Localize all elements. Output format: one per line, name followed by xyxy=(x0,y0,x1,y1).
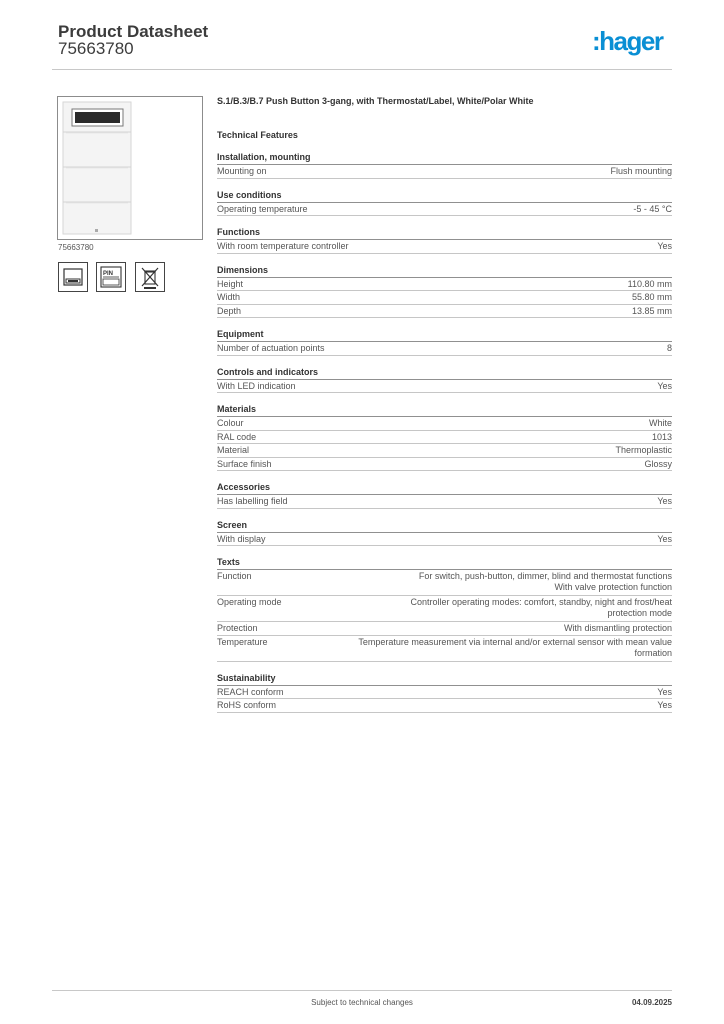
section-equipment: Equipment Number of actuation points 8 xyxy=(217,328,672,356)
spec-label: Protection xyxy=(217,623,258,633)
section-title: Materials xyxy=(217,403,672,417)
spec-label: Colour xyxy=(217,418,244,428)
section-title: Installation, mounting xyxy=(217,151,672,165)
spec-row: RAL code 1013 xyxy=(217,431,672,444)
spec-value: 55.80 mm xyxy=(631,292,672,302)
spec-row: With display Yes xyxy=(217,533,672,546)
spec-value: For switch, push-button, dimmer, blind a… xyxy=(418,571,672,592)
section-accessories: Accessories Has labelling field Yes xyxy=(217,481,672,509)
spec-row: Depth 13.85 mm xyxy=(217,305,672,318)
spec-label: Temperature xyxy=(217,636,268,647)
spec-label: RAL code xyxy=(217,431,257,442)
spec-label: Operating mode xyxy=(217,597,282,607)
spec-row: Material Thermoplastic xyxy=(217,444,672,458)
pin-holder-icon-text: PIN xyxy=(103,271,113,277)
section-dimensions: Dimensions Height 110.80 mm Width 55.80 mm… xyxy=(217,264,672,318)
spec-value: Yes xyxy=(657,700,672,710)
spec-row: Operating mode Controller operating modes… xyxy=(217,596,672,622)
spec-value: Thermoplastic xyxy=(615,445,672,455)
spec-row: Function For switch, push-button, dimmer,… xyxy=(217,570,672,596)
spec-value: Yes xyxy=(657,380,672,391)
spec-label: With room temperature controller xyxy=(217,241,349,251)
spec-value: Glossy xyxy=(644,458,672,469)
spec-row: REACH conform Yes xyxy=(217,686,672,699)
spec-value: Yes xyxy=(657,686,672,697)
weee-bin-icon xyxy=(135,262,165,292)
section-screen: Screen With display Yes xyxy=(217,519,672,546)
spec-value: White xyxy=(648,418,672,428)
footer-divider xyxy=(52,990,672,991)
spec-row: Temperature Temperature measurement via i… xyxy=(217,636,672,662)
section-title: Sustainability xyxy=(217,672,672,686)
spec-label: Width xyxy=(217,292,241,302)
hager-logo: :hager xyxy=(592,26,665,56)
product-image xyxy=(57,96,203,240)
spec-label: Operating temperature xyxy=(217,203,308,214)
spec-label: Depth xyxy=(217,305,242,316)
datasheet-content: S.1/B.3/B.7 Push Button 3-gang, with The… xyxy=(217,95,672,713)
hager-logo-text: :hager xyxy=(592,26,664,56)
section-title: Equipment xyxy=(217,328,672,342)
spec-value: With dismantling protection xyxy=(563,623,672,633)
pin-holder-icon: PIN xyxy=(96,262,126,292)
spec-row: Operating temperature -5 - 45 °C xyxy=(217,203,672,216)
spec-value: 110.80 mm xyxy=(627,278,672,289)
thermostat-display-icon xyxy=(58,262,88,292)
section-texts: Texts Function For switch, push-button, d… xyxy=(217,556,672,662)
section-materials: Materials Colour White RAL code 1013 Mater… xyxy=(217,403,672,471)
section-title: Controls and indicators xyxy=(217,366,672,380)
spec-label: With display xyxy=(217,533,266,544)
section-functions: Functions With room temperature controll… xyxy=(217,226,672,254)
section-controls: Controls and indicators With LED indicat… xyxy=(217,366,672,393)
technical-features-title: Technical Features xyxy=(217,130,298,140)
spec-row: Protection With dismantling protection xyxy=(217,622,672,636)
spec-value: 8 xyxy=(666,343,672,353)
footer-date: 04.09.2025 xyxy=(631,998,672,1007)
product-image-caption: 75663780 xyxy=(58,243,94,252)
spec-value: -5 - 45 °C xyxy=(633,203,672,214)
section-use-conditions: Use conditions Operating temperature -5 -… xyxy=(217,189,672,216)
spec-label: Has labelling field xyxy=(217,496,288,506)
spec-value: Flush mounting xyxy=(610,166,672,176)
spec-row: With room temperature controller Yes xyxy=(217,240,672,254)
spec-row: Height 110.80 mm xyxy=(217,278,672,291)
spec-value: Yes xyxy=(657,496,672,506)
spec-label: Surface finish xyxy=(217,458,272,469)
spec-label: REACH conform xyxy=(217,686,284,697)
spec-label: Number of actuation points xyxy=(217,343,325,353)
spec-row: Mounting on Flush mounting xyxy=(217,165,672,179)
spec-label: Function xyxy=(217,571,252,581)
spec-row: With LED indication Yes xyxy=(217,380,672,393)
spec-label: Height xyxy=(217,278,244,289)
section-title: Texts xyxy=(217,556,672,570)
header-divider xyxy=(52,69,672,70)
spec-row: Surface finish Glossy xyxy=(217,458,672,471)
spec-row: Colour White xyxy=(217,417,672,431)
doc-number: 75663780 xyxy=(58,39,134,58)
spec-value: Temperature measurement via internal and… xyxy=(358,636,672,658)
section-title: Accessories xyxy=(217,481,672,495)
spec-value: 13.85 mm xyxy=(631,305,672,316)
product-title: S.1/B.3/B.7 Push Button 3-gang, with The… xyxy=(217,96,534,106)
section-title: Functions xyxy=(217,226,672,240)
footer-note: Subject to technical changes xyxy=(311,998,413,1007)
spec-row: RoHS conform Yes xyxy=(217,699,672,713)
spec-row: Width 55.80 mm xyxy=(217,291,672,305)
spec-value: 1013 xyxy=(651,431,672,442)
spec-row: Number of actuation points 8 xyxy=(217,342,672,356)
section-title: Use conditions xyxy=(217,189,672,203)
spec-label: Mounting on xyxy=(217,166,267,176)
spec-value: Controller operating modes: comfort, sta… xyxy=(410,597,672,618)
spec-value: Yes xyxy=(657,533,672,544)
doc-title: Product Datasheet xyxy=(58,22,209,41)
spec-value: Yes xyxy=(657,241,672,251)
section-title: Screen xyxy=(217,519,672,533)
spec-label: Material xyxy=(217,445,250,455)
section-title: Dimensions xyxy=(217,264,672,278)
section-installation: Installation, mounting Mounting on Flush … xyxy=(217,151,672,179)
spec-row: Has labelling field Yes xyxy=(217,495,672,509)
spec-label: RoHS conform xyxy=(217,700,277,710)
spec-label: With LED indication xyxy=(217,380,296,391)
